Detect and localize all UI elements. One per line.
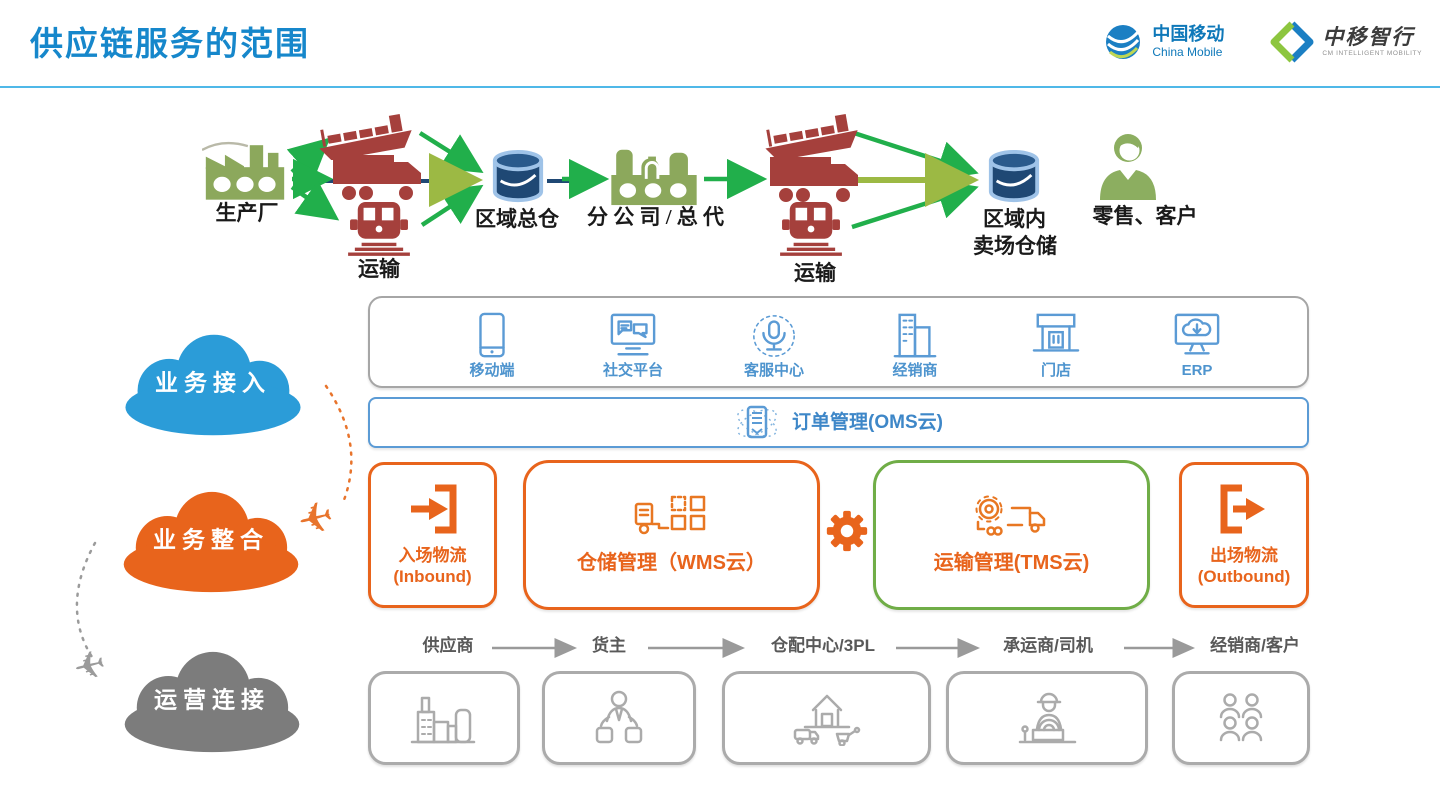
chain-label-dealer-customer: 经销商/客户 (1210, 636, 1300, 655)
cloud-icon (125, 334, 301, 436)
channel-label: 社交平台 (602, 362, 663, 379)
channel-label: 门店 (1040, 362, 1071, 379)
inbound-arrow-icon (410, 484, 456, 534)
outbound-label-zh: 出场物流 (1209, 545, 1278, 565)
customer-service-mic-icon (753, 315, 795, 357)
cloud-label: 业务接入 (155, 369, 271, 396)
channel-label: ERP (1181, 362, 1213, 379)
oms-label: 订单管理(OMS云) (792, 412, 943, 433)
regional-hub-database-icon (489, 149, 547, 210)
customers-group-icon (1219, 693, 1263, 742)
storefront-icon (1032, 313, 1080, 352)
tms-label: 运输管理(TMS云) (933, 551, 1090, 574)
channel-label: 客服中心 (743, 362, 804, 379)
chain-box-consignor (542, 671, 696, 765)
forklift-boxes-icon (634, 495, 705, 534)
china-mobile-logo-icon (1106, 25, 1141, 59)
tms-module: 运输管理(TMS云) (873, 460, 1150, 610)
erp-cloud-monitor-icon (1174, 313, 1220, 355)
ship-icon (314, 106, 420, 165)
cloud-label: 运营连接 (154, 686, 270, 713)
mobile-phone-icon (479, 312, 505, 358)
regional-hub-label: 区域总仓 (475, 207, 559, 231)
china-mobile-name-en: China Mobile (1152, 45, 1223, 60)
cm-intelligent-mobility-logo: 中移智行 CM INTELLIGENT MOBILITY (1270, 20, 1422, 64)
transport-right-label: 运输 (794, 261, 836, 285)
outbound-label-en: (Outbound) (1197, 567, 1291, 586)
inbound-module: 入场物流 (Inbound) (368, 462, 497, 608)
dealer-building-icon (893, 313, 937, 358)
china-mobile-name-zh: 中国移动 (1152, 24, 1225, 45)
chain-box-warehouse-3pl (722, 671, 931, 765)
channel-dealer: 经销商 (877, 312, 953, 378)
china-mobile-logo: 中国移动 China Mobile (1102, 21, 1224, 63)
order-document-icon (737, 405, 777, 438)
cm-intelligent-name-en: CM INTELLIGENT MOBILITY (1322, 50, 1422, 57)
cloud-operation-connection: 运营连接 (114, 650, 310, 754)
channel-erp: ERP (1159, 312, 1235, 378)
driver-icon (1018, 692, 1077, 744)
channel-store: 门店 (1018, 312, 1094, 378)
chain-label-warehouse-3pl: 仓配中心/3PL (771, 636, 875, 655)
warehouse-house-icon (793, 694, 860, 746)
inbound-label: 入场物流 (Inbound) (393, 545, 471, 588)
ship-icon (760, 106, 866, 165)
inbound-label-en: (Inbound) (393, 567, 472, 586)
truck-icon (333, 150, 427, 207)
market-warehouse-label-line1: 区域内 (983, 207, 1046, 231)
channel-social: 社交平台 (595, 312, 671, 378)
social-platform-icon (610, 313, 656, 356)
cloud-label: 业务整合 (153, 526, 269, 553)
chain-box-dealer-customer (1172, 671, 1310, 765)
outbound-label: 出场物流 (Outbound) (1198, 545, 1291, 588)
logo-area: 中国移动 China Mobile 中移智行 CM INTELLIGENT MO… (1102, 20, 1422, 64)
channel-label: 经销商 (892, 362, 938, 379)
cm-intelligent-name-zh: 中移智行 (1322, 25, 1415, 49)
branch-factory-icon (609, 143, 699, 212)
producer-label: 生产厂 (215, 201, 279, 225)
producer-factory-icon (201, 140, 288, 207)
retail-customer-person-icon (1096, 132, 1160, 207)
chain-label-carrier-driver: 承运商/司机 (1003, 636, 1093, 655)
cm-intelligent-mobility-logo-icon (1270, 21, 1314, 63)
cloud-business-access: 业务接入 (118, 332, 308, 438)
airplane-icon: ✈ (69, 642, 111, 692)
cloud-icon (124, 651, 300, 753)
consignor-person-icon (595, 690, 643, 744)
market-warehouse-label-line2: 卖场仓储 (973, 234, 1057, 258)
channel-service: 客服中心 (736, 312, 812, 378)
wms-label: 仓储管理（WMS云） (577, 551, 766, 574)
branch-agent-label: 分 公 司 / 总 代 (586, 205, 725, 229)
chain-box-supplier (368, 671, 520, 765)
wms-module: 仓储管理（WMS云） (523, 460, 820, 610)
truck-icon (770, 152, 864, 209)
chain-box-carrier-driver (946, 671, 1148, 765)
channel-mobile: 移动端 (454, 312, 530, 378)
gear-icon (823, 504, 871, 563)
page-title: 供应链服务的范围 (30, 27, 310, 63)
train-icon (346, 202, 412, 263)
oms-panel: 订单管理(OMS云) (368, 397, 1309, 448)
outbound-arrow-icon (1220, 484, 1265, 534)
chain-label-supplier: 供应商 (422, 636, 474, 655)
channels-panel: 移动端 社交平台 客服中心 (368, 296, 1309, 388)
channel-label: 移动端 (469, 362, 515, 379)
transport-left-label: 运输 (358, 257, 400, 281)
cloud-icon (123, 491, 299, 593)
retail-customer-label: 零售、客户 (1092, 204, 1198, 228)
gear-truck-icon (975, 495, 1045, 536)
train-icon (778, 202, 844, 263)
chain-label-consignor: 货主 (592, 636, 626, 655)
factory-outline-icon (410, 696, 476, 744)
outbound-module: 出场物流 (Outbound) (1179, 462, 1309, 608)
market-warehouse-database-icon (985, 149, 1043, 210)
header-divider (0, 86, 1440, 88)
inbound-label-zh: 入场物流 (398, 545, 467, 565)
cloud-business-integration: 业务整合 (114, 490, 308, 594)
